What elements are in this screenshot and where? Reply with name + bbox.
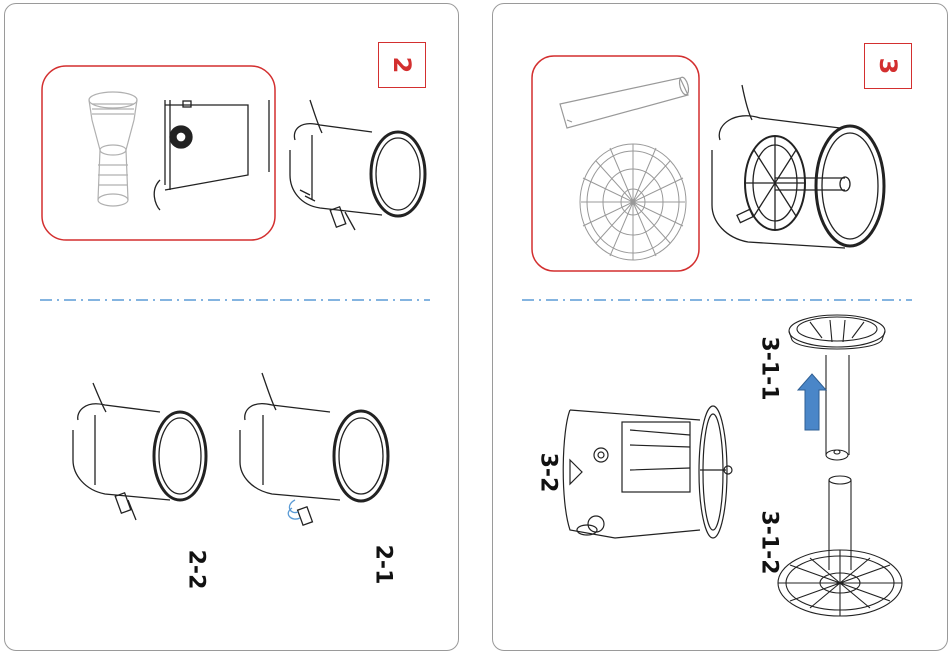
sub-step-label: 2-1 [370, 545, 395, 585]
filter-housing-part [154, 100, 269, 210]
step-3-1-2-illustration [778, 476, 902, 616]
step-3-2-illustration [563, 406, 732, 538]
assembled-pump [290, 100, 425, 230]
insert-arrow [798, 374, 826, 430]
step-2-2-illustration [73, 383, 206, 520]
sub-step-label: 2-2 [183, 550, 208, 590]
step-2-1-illustration [240, 373, 388, 525]
parts-callout-box [42, 66, 275, 240]
step-number: 2 [388, 57, 416, 74]
hose-adapter-part [89, 92, 137, 206]
filter-cartridge-part [560, 76, 690, 128]
sub-step-label: 3-1-1 [757, 336, 782, 400]
sub-step-label: 3-1-2 [757, 510, 782, 574]
step-number: 3 [874, 58, 902, 75]
sub-step-label: 3-2 [535, 453, 560, 493]
strainer-grille-part [580, 144, 686, 260]
step-number-badge: 3 [864, 43, 912, 89]
step-number-badge: 2 [378, 42, 426, 88]
assembled-pump-strainer [712, 85, 884, 248]
